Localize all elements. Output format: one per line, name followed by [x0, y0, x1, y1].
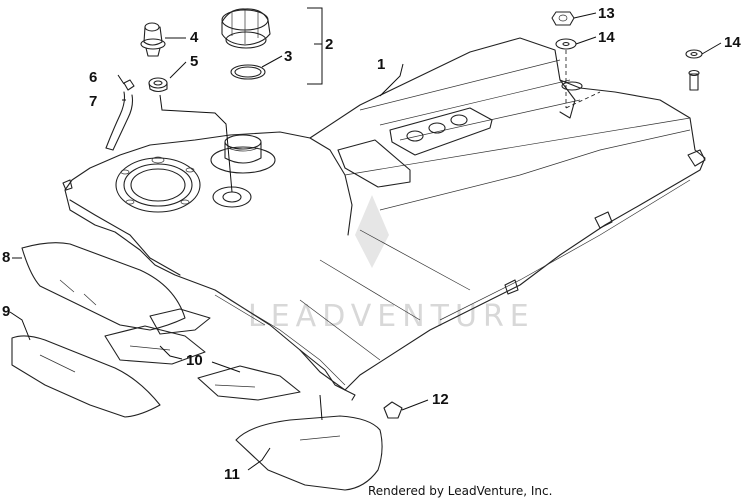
callout-13: 13 [598, 5, 615, 22]
vent-valve [140, 22, 166, 57]
o-ring [230, 64, 266, 80]
callout-5: 5 [190, 53, 198, 70]
callout-10: 10 [186, 352, 203, 369]
grommet [148, 77, 168, 93]
vent-hose [105, 91, 134, 151]
fuel-cap [221, 8, 271, 49]
watermark-text: LEADVENTURE [248, 299, 535, 334]
nut [551, 11, 575, 26]
heat-shield-upper [21, 242, 186, 331]
callout-6: 6 [89, 69, 97, 86]
callout-9: 9 [2, 303, 10, 320]
fuel-tank [62, 37, 706, 401]
heat-shield-lower [11, 335, 161, 418]
tank-clip [383, 401, 403, 419]
callout-8: 8 [2, 249, 10, 266]
callout-3: 3 [284, 48, 292, 65]
render-credit: Rendered by LeadVenture, Inc. [368, 484, 553, 498]
skid-pad [235, 415, 383, 491]
filler-neck [210, 134, 276, 174]
callout-12: 12 [432, 391, 449, 408]
washer-bolt [685, 49, 703, 91]
leader-lines [9, 7, 722, 471]
callout-14a: 14 [598, 29, 615, 46]
callout-11: 11 [224, 466, 240, 483]
callout-14b: 14 [724, 34, 741, 51]
fuel-pump-port [115, 156, 201, 213]
callout-labels: 1 2 3 4 5 6 7 8 9 10 11 12 13 14 14 [2, 5, 741, 483]
callout-1: 1 [377, 56, 385, 73]
callout-2: 2 [325, 36, 333, 53]
foam-pads [104, 308, 301, 401]
callout-4: 4 [190, 29, 199, 46]
callout-7: 7 [89, 93, 97, 110]
washer-top [555, 38, 577, 50]
hose-clamp [123, 79, 135, 91]
watermark: LEADVENTURE [248, 195, 535, 334]
